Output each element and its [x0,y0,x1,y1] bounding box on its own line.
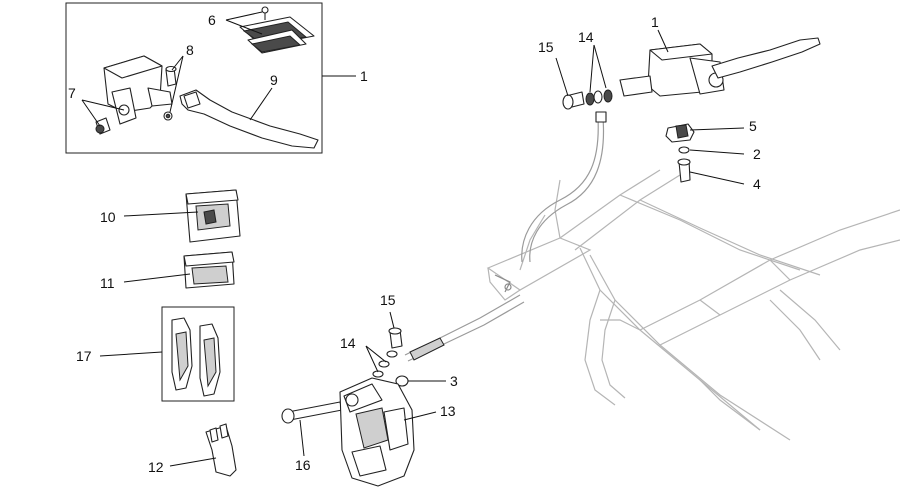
bleed-screw-bottom [372,327,409,387]
master-cylinder-inset [95,55,173,135]
callout-7: 7 [68,85,76,101]
callout-12: 12 [148,459,164,475]
brake-pads [171,317,221,397]
callout-9: 9 [270,72,278,88]
callout-1-right: 1 [651,14,659,30]
brake-hose [404,111,607,362]
frame-outline [486,169,900,441]
callout-14-top: 14 [578,29,594,45]
inset-box [65,2,323,154]
leader-lines [81,11,745,467]
reservoir-cap [239,6,315,54]
brake-switch [665,123,695,183]
brake-pads-box [161,306,235,402]
callout-15-bottom: 15 [380,292,396,308]
brake-pad-set [185,189,241,243]
callout-3: 3 [450,373,458,389]
callout-8: 8 [186,42,194,58]
callout-11: 11 [100,275,115,291]
pad-spring [205,423,237,477]
master-cylinder-assembled [619,37,821,97]
callout-16: 16 [295,457,311,473]
callout-13: 13 [440,403,456,419]
callout-6: 6 [208,12,216,28]
banjo-bolt-top [562,89,613,110]
brake-lever-inset [179,89,319,149]
brake-pad-kit [183,251,235,289]
screws [163,65,177,121]
caliper-bolt [281,401,343,424]
callout-labels: 1 1 2 3 4 5 6 7 8 9 10 11 12 13 14 14 15… [68,12,761,475]
callout-15-top: 15 [538,39,554,55]
callout-10: 10 [100,209,116,225]
callout-1-inset: 1 [360,68,368,84]
callout-5: 5 [749,118,757,134]
callout-17: 17 [76,348,92,364]
callout-4: 4 [753,176,761,192]
brake-caliper [339,377,415,487]
callout-2: 2 [753,146,761,162]
callout-14-bottom: 14 [340,335,356,351]
